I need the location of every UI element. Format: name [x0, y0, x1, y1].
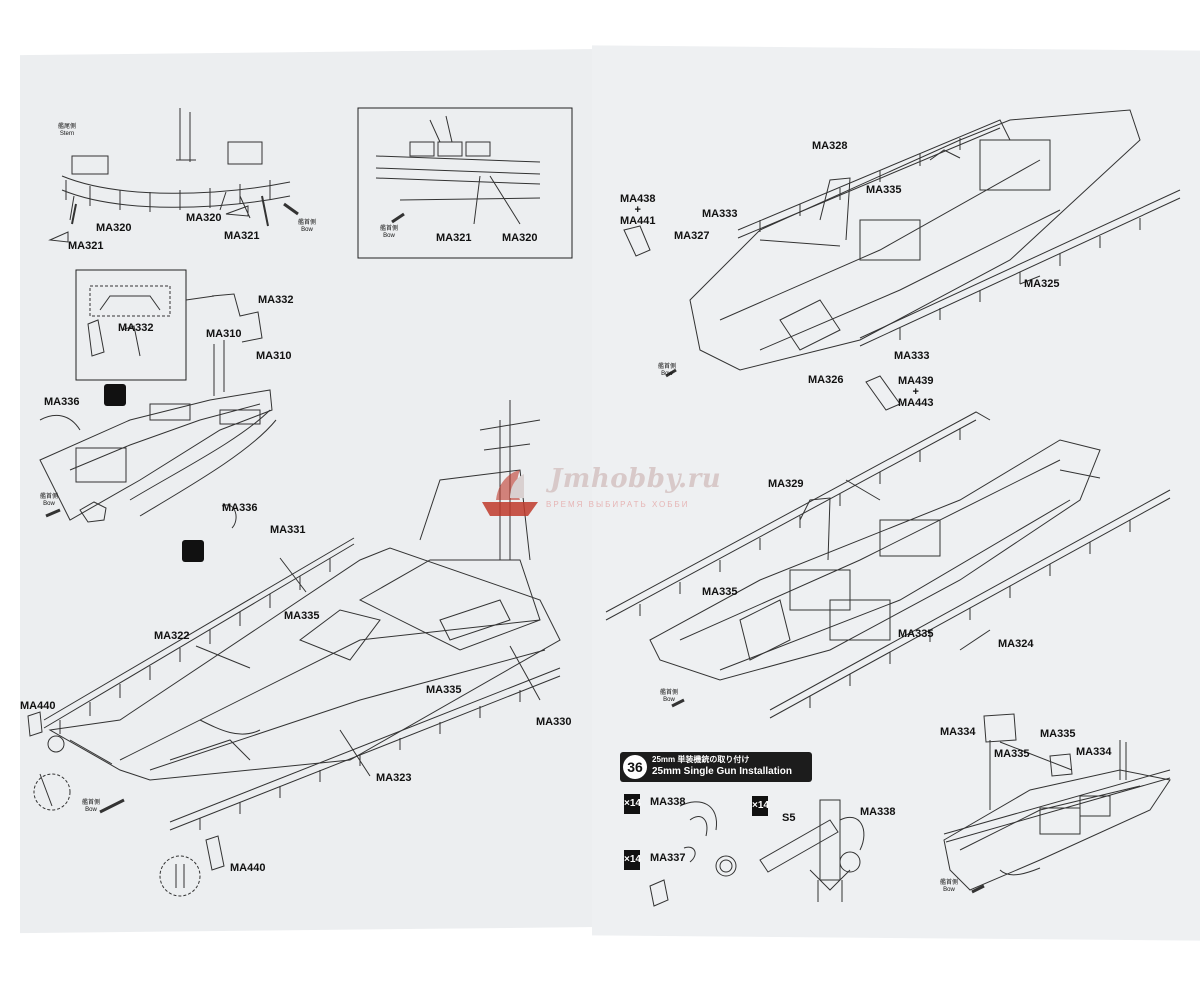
label-ma334-b: MA334	[1076, 746, 1112, 758]
watermark-slogan: ВРЕМЯ ВЫБИРАТЬ ХОББИ	[546, 500, 690, 509]
label-ma323: MA323	[376, 772, 412, 784]
label-ma326: MA326	[808, 374, 844, 386]
bow-deck-drawing	[39, 293, 277, 529]
bow-note-jp: 艦首側	[940, 880, 959, 886]
bow-note-en: Bow	[383, 233, 395, 239]
label-ma328: MA328	[812, 140, 848, 152]
bow-note-jp: 艦首側	[380, 226, 399, 232]
quantity-badge: ×14	[624, 850, 641, 870]
label-ma327: MA327	[674, 230, 710, 242]
bow-note-mid: 艦首側 Bow	[40, 494, 58, 508]
label-ma334: MA334	[940, 726, 976, 738]
label-ma325: MA325	[1024, 278, 1060, 290]
bow-note-en: Bow	[43, 501, 55, 507]
label-ma440: MA440	[20, 700, 56, 712]
label-ma335-r3: MA335	[898, 628, 934, 640]
quantity-badge: ×14	[624, 794, 641, 814]
gun-installation-drawing	[649, 799, 865, 907]
label-ma320: MA320	[96, 222, 132, 234]
label-ma335-r2: MA335	[702, 586, 738, 598]
part-ma321-shape	[48, 231, 69, 243]
plus-sign: +	[912, 386, 919, 398]
step-title-jp: 25mm 単装機銃の取り付け	[652, 755, 750, 764]
stern-note-en: Stern	[59, 131, 75, 137]
bow-note-low: 艦首側 Bow	[82, 800, 100, 814]
label-ma439-ma443: MA439 + MA443	[898, 376, 933, 409]
stern-note-jp: 艦尾側	[58, 124, 77, 130]
bow-note-r1: 艦首側 Bow	[658, 364, 676, 378]
label-ma443: MA443	[898, 397, 934, 409]
plus-sign: +	[634, 204, 641, 216]
label-ma438: MA438	[620, 193, 656, 205]
stern-note: 艦尾側 Stern	[58, 124, 76, 138]
label-ma438-ma441: MA438 + MA441	[620, 194, 655, 227]
label-ma333: MA333	[702, 208, 738, 220]
watermark: Jmhobby.ru ВРЕМЯ ВЫБИРАТЬ ХОББИ	[476, 462, 721, 526]
quantity-badge: ×14	[752, 796, 769, 816]
label-ma335-r1: MA335	[866, 184, 902, 196]
label-ma321-b: MA321	[224, 230, 260, 242]
label-ma335-b: MA335	[426, 684, 462, 696]
bow-note-en: Bow	[85, 807, 97, 813]
label-ma336: MA336	[44, 396, 80, 408]
label-ma332: MA332	[258, 294, 294, 306]
label-ma338-b: MA338	[860, 806, 896, 818]
label-ma330: MA330	[536, 716, 572, 728]
stern-detail-inset-drawing	[375, 115, 541, 225]
lower-right-ship-drawing	[943, 713, 1171, 894]
bow-note-en: Bow	[663, 697, 675, 703]
label-ma322: MA322	[154, 630, 190, 642]
label-ma335-r4: MA335	[1040, 728, 1076, 740]
label-ma335: MA335	[284, 610, 320, 622]
step-number: 36	[623, 755, 647, 779]
bow-note-jp: 艦首側	[40, 494, 59, 500]
label-ma335-r5: MA335	[994, 748, 1030, 760]
label-ma337: MA337	[650, 852, 686, 864]
bow-note-en: Bow	[943, 887, 955, 893]
step-36-header: 36 25mm 単装機銃の取り付け 25mm Single Gun Instal…	[620, 752, 812, 782]
label-ma336-b: MA336	[222, 502, 258, 514]
bow-note-r3: 艦首側 Bow	[940, 880, 958, 894]
label-ma329: MA329	[768, 478, 804, 490]
bow-note-en: Bow	[661, 371, 673, 377]
label-s5: S5	[782, 812, 796, 824]
upper-right-ship-drawing	[623, 109, 1181, 411]
watermark-name: Jmhobby.ru	[550, 464, 722, 494]
label-ma439: MA439	[898, 375, 934, 387]
step-title-en: 25mm Single Gun Installation	[652, 766, 793, 777]
label-ma338: MA338	[650, 796, 686, 808]
label-ma310: MA310	[206, 328, 242, 340]
ship-logo-icon	[482, 470, 538, 516]
bow-note-jp: 艦首側	[82, 800, 101, 806]
inset-label-ma321: MA321	[436, 232, 472, 244]
label-ma333-b: MA333	[894, 350, 930, 362]
inset-label-ma320: MA320	[502, 232, 538, 244]
bow-note-r2: 艦首側 Bow	[660, 690, 678, 704]
bow-note-jp: 艦首側	[298, 220, 317, 226]
label-ma321: MA321	[68, 240, 104, 252]
bow-note-en: Bow	[301, 227, 313, 233]
inset-bow-note: 艦首側 Bow	[380, 226, 398, 240]
label-ma320-b: MA320	[186, 212, 222, 224]
bow-note-jp: 艦首側	[658, 364, 677, 370]
middle-right-ship-drawing	[605, 411, 1171, 719]
label-ma331: MA331	[270, 524, 306, 536]
caution-icon	[104, 384, 126, 406]
bow-note-jp: 艦首側	[660, 690, 679, 696]
stern-detail-inset-frame	[357, 107, 573, 259]
label-ma441: MA441	[620, 215, 656, 227]
stern-rail-drawing	[61, 108, 299, 227]
part-ma320-shape	[225, 205, 249, 217]
label-ma310-b: MA310	[256, 350, 292, 362]
caution-icon	[182, 540, 204, 562]
label-ma440-b: MA440	[230, 862, 266, 874]
rail-detail-inset-drawing	[87, 285, 215, 357]
inset-label-ma332: MA332	[118, 322, 154, 334]
label-ma324: MA324	[998, 638, 1034, 650]
bow-note-top: 艦首側 Bow	[298, 220, 316, 234]
rail-detail-inset-frame	[75, 269, 187, 381]
